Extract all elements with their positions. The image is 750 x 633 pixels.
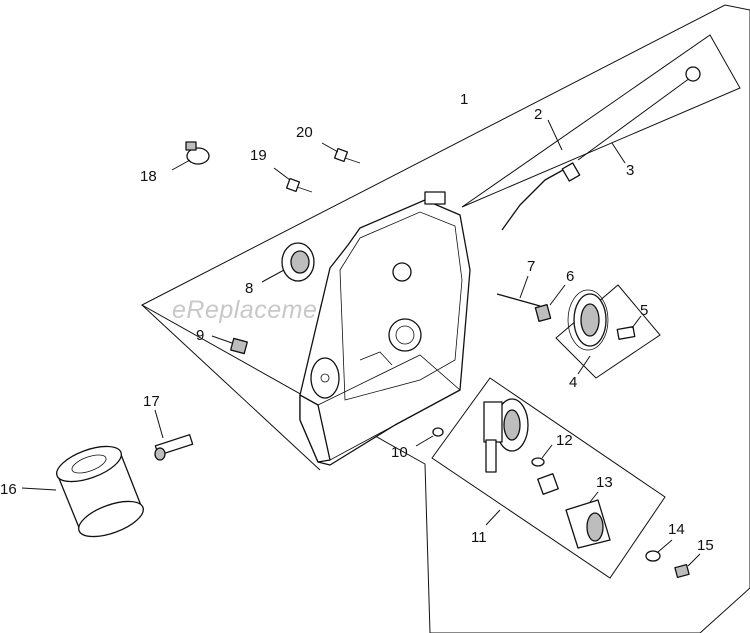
part-12-o-ring [531, 444, 553, 467]
callout-15: 15 [697, 537, 714, 554]
callout-13: 13 [596, 474, 613, 491]
part-20-screw [321, 142, 361, 164]
callout-2: 2 [534, 106, 542, 123]
part-17-stud [154, 409, 194, 461]
callout-6: 6 [566, 268, 574, 285]
part-2-dipstick-tube [501, 119, 581, 231]
callout-3: 3 [626, 162, 634, 179]
callout-11: 11 [471, 529, 487, 546]
part-4-gear [567, 289, 609, 375]
callout-12: 12 [556, 432, 573, 449]
callout-8: 8 [245, 280, 253, 297]
part-8-oil-seal [261, 242, 315, 283]
part-15-screw [674, 553, 701, 579]
frame-gear-4 [555, 284, 661, 379]
part-10-o-ring [415, 427, 444, 447]
part-7-pin [496, 275, 541, 307]
part-11-oil-pump [483, 398, 529, 526]
callout-9: 9 [196, 327, 204, 344]
callout-4: 4 [569, 374, 577, 391]
part-9-plug [211, 335, 248, 355]
callout-14: 14 [668, 521, 685, 538]
callout-1: 1 [460, 91, 468, 108]
callout-16: 16 [0, 481, 17, 498]
frame-assembly-1 [140, 4, 750, 633]
frame-oilpump-11 [431, 377, 666, 579]
callout-19: 19 [250, 147, 267, 164]
callout-18: 18 [140, 168, 157, 185]
callout-17: 17 [143, 393, 160, 410]
part-6-clip [534, 284, 566, 322]
callout-10: 10 [391, 444, 408, 461]
part-3-dipstick [577, 66, 701, 164]
callout-20: 20 [296, 124, 313, 141]
frame-dipstick [461, 34, 741, 208]
part-18-breather [171, 141, 210, 171]
part-13-oil-pickup [537, 473, 611, 549]
callout-7: 7 [527, 258, 535, 275]
part-14-washer [645, 539, 673, 562]
callout-5: 5 [640, 302, 648, 319]
part-gear-case-cover [299, 191, 471, 466]
part-19-screw [273, 167, 313, 193]
part-16-oil-filter [21, 445, 144, 538]
frame-edge-left [141, 304, 321, 471]
part-5-shaft [616, 315, 642, 340]
